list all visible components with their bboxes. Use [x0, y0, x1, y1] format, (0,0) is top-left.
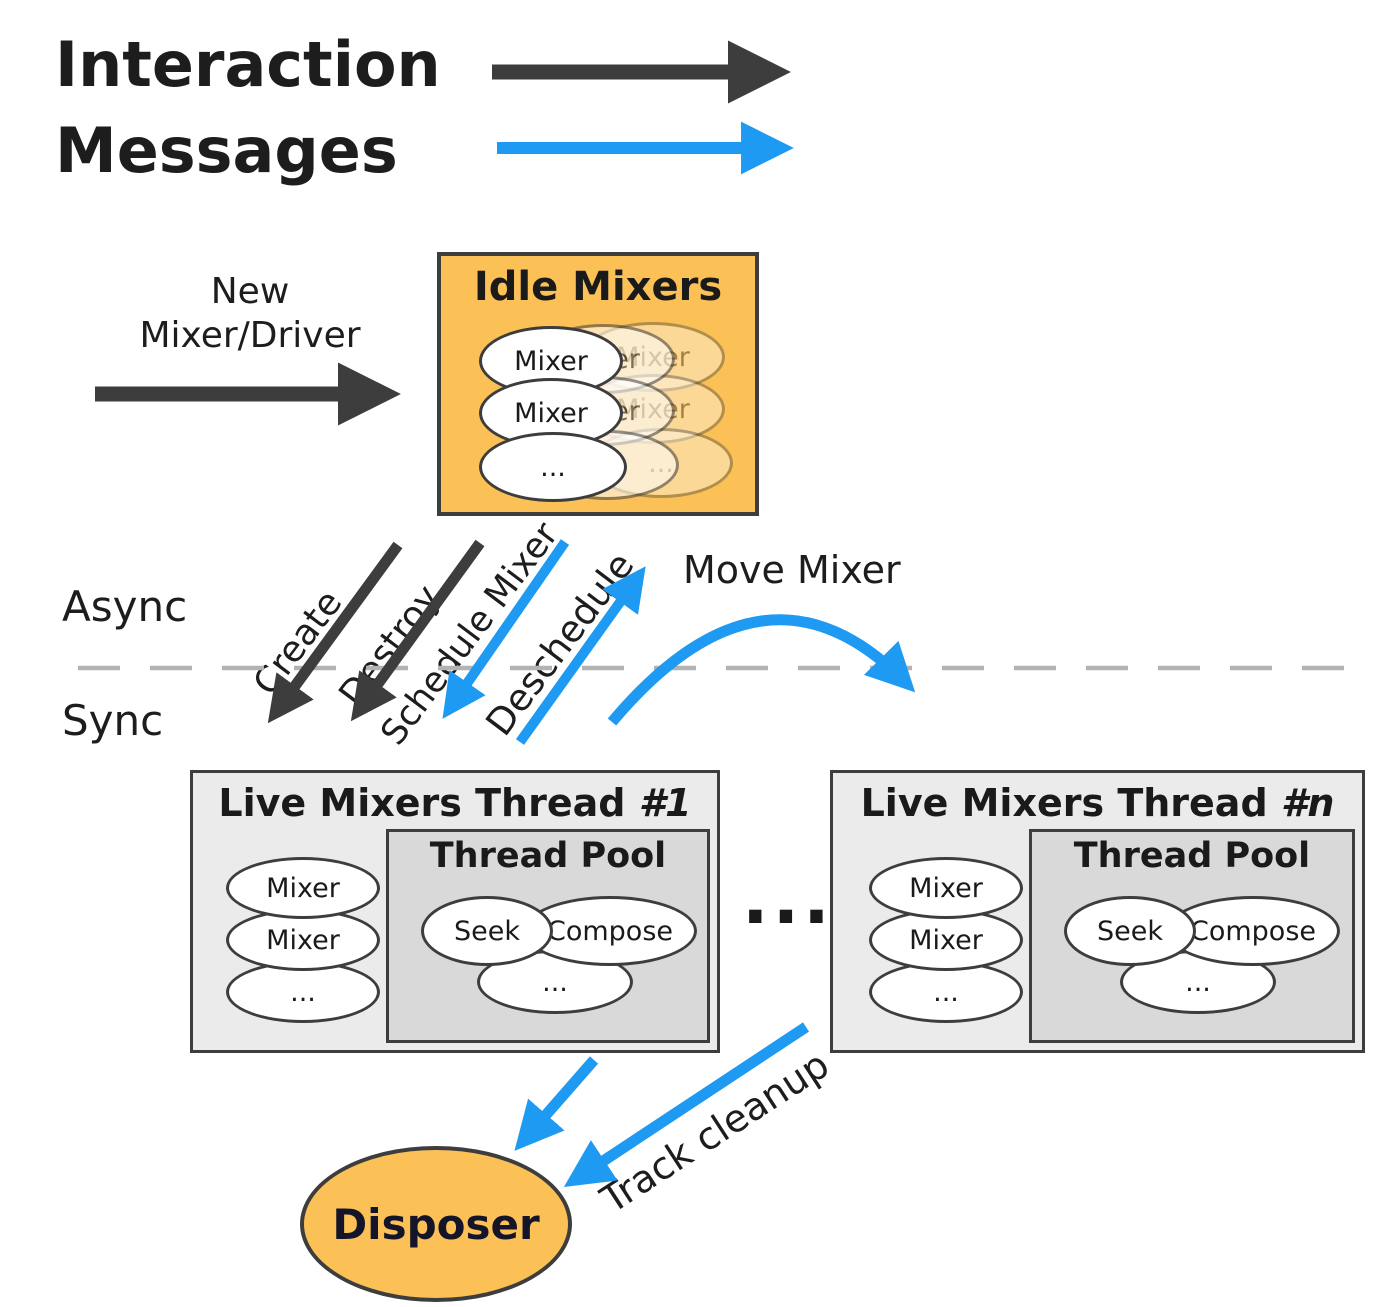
- thread-n-compose-oval: Compose: [1166, 896, 1340, 966]
- idle-mixers-title: Idle Mixers: [473, 264, 723, 310]
- compose-label: Compose: [1189, 915, 1316, 947]
- pool-ellipsis-label: ...: [1185, 966, 1211, 998]
- live-mixers-thread-1-title: Live Mixers Thread #1: [193, 781, 717, 825]
- thread-n-mixer-label: Mixer: [909, 924, 983, 956]
- new-mixer-label-line1: New: [210, 271, 290, 312]
- track-cleanup-label: Track cleanup: [593, 1042, 837, 1222]
- thread-1-mixer-label: ...: [290, 976, 316, 1008]
- idle-mixer-oval: ...: [479, 432, 627, 502]
- thread-n-mixer-label: ...: [933, 976, 959, 1008]
- sync-zone-label: Sync: [62, 696, 164, 745]
- legend-messages-label: Messages: [55, 114, 398, 187]
- live-mixers-thread-n-title: Live Mixers Thread #n: [833, 781, 1362, 825]
- thread-1-mixer-oval: Mixer: [226, 857, 380, 919]
- threads-ellipsis: ...: [742, 858, 834, 940]
- thread-n-pool-box: Thread Pool Seek Compose ...: [1029, 829, 1355, 1043]
- move-mixer-arrow: [607, 614, 916, 726]
- legend-interaction-label: Interaction: [55, 28, 441, 101]
- seek-label: Seek: [454, 915, 520, 947]
- disposer-ellipse: Disposer: [300, 1146, 572, 1302]
- disposer-label: Disposer: [332, 1199, 540, 1249]
- thread-1-seek-oval: Seek: [421, 896, 553, 966]
- thread-n-mixer-oval: Mixer: [869, 857, 1023, 919]
- thread-n-pool-title: Thread Pool: [1073, 836, 1311, 876]
- seek-label: Seek: [1097, 915, 1163, 947]
- thread-n-number: #n: [1280, 781, 1335, 825]
- thread-1-title-text: Live Mixers Thread: [218, 781, 639, 825]
- thread-1-pool-box: Thread Pool Seek Compose ...: [386, 829, 710, 1043]
- compose-label: Compose: [546, 915, 673, 947]
- live-mixers-thread-1-box: Live Mixers Thread #1 Mixer Mixer ... Th…: [190, 770, 720, 1053]
- pool-ellipsis-label: ...: [542, 966, 568, 998]
- idle-mixer-label: Mixer: [514, 345, 588, 377]
- idle-mixer-label: Mixer: [514, 397, 588, 429]
- new-mixer-label-line2: Mixer/Driver: [139, 315, 361, 356]
- live-mixers-thread-n-box: Live Mixers Thread #n Mixer Mixer ... Th…: [830, 770, 1365, 1053]
- thread-n-seek-oval: Seek: [1064, 896, 1196, 966]
- async-zone-label: Async: [62, 582, 188, 631]
- thread-1-mixer-label: Mixer: [266, 924, 340, 956]
- thread-n-mixer-label: Mixer: [909, 872, 983, 904]
- idle-mixers-box: Idle Mixers Mixer Mixer Mixer Mixer Mixe…: [437, 252, 759, 516]
- thread-1-mixer-oval: Mixer: [226, 909, 380, 971]
- idle-mixer-label: ...: [540, 451, 566, 483]
- move-mixer-label: Move Mixer: [683, 548, 901, 592]
- dispose-arrow: [514, 1056, 599, 1151]
- new-mixer-label: New Mixer/Driver: [100, 270, 400, 358]
- thread-1-number: #1: [638, 781, 692, 825]
- thread-n-title-text: Live Mixers Thread: [860, 781, 1281, 825]
- thread-1-mixer-label: Mixer: [266, 872, 340, 904]
- thread-1-pool-title: Thread Pool: [429, 836, 667, 876]
